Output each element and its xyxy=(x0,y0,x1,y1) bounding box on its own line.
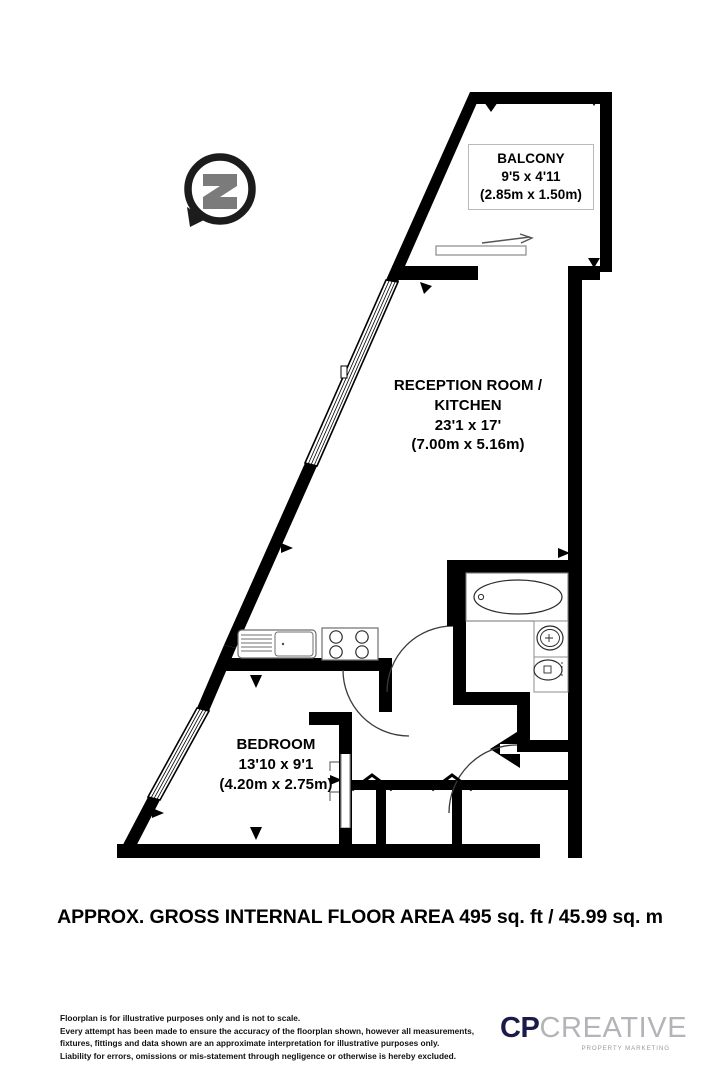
marker-balcony-door xyxy=(420,282,432,294)
bifold-cupboard-left xyxy=(351,773,393,792)
marker-reception-east xyxy=(558,548,570,558)
brand-mark-cp: CP xyxy=(500,1012,540,1044)
disclaimer-text: Floorplan is for illustrative purposes o… xyxy=(60,1012,490,1062)
wall-kitchen-divider xyxy=(224,658,392,671)
sliding-door-icon xyxy=(435,233,534,256)
marker-kitchen-sink-front xyxy=(250,675,262,688)
wall-bathroom-south xyxy=(453,692,530,705)
floorplan-drawing xyxy=(117,92,612,858)
wall-hall-jamb xyxy=(517,740,568,752)
wall-kitchen-return xyxy=(379,658,392,712)
wall-bottom xyxy=(117,844,540,858)
brand-wordmark: CPCREATIVE xyxy=(500,1012,687,1044)
balcony-name: BALCONY xyxy=(497,151,565,166)
opening-markers xyxy=(152,96,608,840)
marker-balcony-right-in xyxy=(596,96,608,106)
wall-right-lower xyxy=(568,280,582,858)
wall-bathroom-north xyxy=(453,560,568,573)
balcony-dim-imperial: 9'5 x 4'11 xyxy=(501,168,561,184)
wall-balcony-sill-right xyxy=(568,266,600,280)
brand-mark-creative: CREATIVE xyxy=(539,1012,688,1044)
marker-reception-diagonal xyxy=(281,543,293,553)
wall-cupboard-right-edge xyxy=(462,780,568,790)
disclaimer-line-3: fixtures, fittings and data shown are an… xyxy=(60,1038,440,1049)
bedroom-dim-imperial: 13'10 x 9'1 xyxy=(238,755,314,773)
door-swing-hall xyxy=(448,744,518,814)
disclaimer-line-4: Liability for errors, omissions or mis-s… xyxy=(60,1050,457,1061)
reception-dim-imperial: 23'1 x 17' xyxy=(434,416,502,434)
disclaimer-line-1: Floorplan is for illustrative purposes o… xyxy=(60,1013,301,1023)
reception-name-line2: KITCHEN xyxy=(434,396,502,414)
brand-tagline: PROPERTY MARKETING xyxy=(581,1045,670,1052)
marker-bedroom-diagonal xyxy=(152,808,164,818)
marker-balcony-top-left xyxy=(484,102,498,112)
room-label-bedroom: BEDROOM 13'10 x 9'1 (4.20m x 2.75m) xyxy=(196,735,356,794)
bedroom-cupboard-doors xyxy=(329,744,351,840)
wall-structure xyxy=(117,92,612,858)
compass-needle-n xyxy=(203,174,237,209)
marker-bedroom-south xyxy=(250,827,262,840)
compass-icon xyxy=(184,153,256,227)
gross-internal-area-text: APPROX. GROSS INTERNAL FLOOR AREA 495 sq… xyxy=(57,906,663,928)
reception-dim-metric: (7.00m x 5.16m) xyxy=(411,436,525,454)
bifold-doors xyxy=(351,773,473,792)
bedroom-name: BEDROOM xyxy=(236,736,316,753)
wall-diagonal-mid2 xyxy=(197,645,236,711)
wall-diagonal-lower-solid xyxy=(117,797,160,856)
balcony-dim-metric: (2.85m x 1.50m) xyxy=(479,186,583,202)
disclaimer-line-2: Every attempt has been made to ensure th… xyxy=(60,1025,475,1036)
wall-balcony-top xyxy=(470,92,612,104)
wall-cupboard-mid-edge xyxy=(386,780,462,790)
door-swing-bedroom xyxy=(342,669,410,737)
entrance-arrow-icon xyxy=(490,730,520,768)
cp-creative-logo: CPCREATIVE PROPERTY MARKETING xyxy=(500,1012,687,1053)
room-label-balcony: BALCONY 9'5 x 4'11 (2.85m x 1.50m) xyxy=(468,144,594,211)
marker-bedroom-east-door xyxy=(330,775,342,785)
wall-cupboard-divider-1 xyxy=(376,780,386,844)
wall-diagonal-upper xyxy=(386,92,480,282)
wall-diagonal-mid xyxy=(224,463,317,648)
wall-cupboard-divider-2 xyxy=(452,780,462,844)
reception-name-line1: RECEPTION ROOM / xyxy=(393,377,543,394)
floorplan-canvas: BALCONY 9'5 x 4'11 (2.85m x 1.50m) RECEP… xyxy=(117,92,612,858)
bath-plug-icon xyxy=(477,593,485,601)
door-swings xyxy=(342,560,518,814)
bath-icon xyxy=(473,579,563,615)
door-swing-bathroom xyxy=(386,625,454,693)
wall-balcony-right xyxy=(600,92,612,272)
marker-balcony-right-down xyxy=(588,258,600,268)
bathroom-fixtures xyxy=(465,572,569,693)
wall-bedroom-ne-return xyxy=(309,712,352,725)
compass-pointer-icon xyxy=(187,207,206,227)
marker-balcony-top-right xyxy=(588,96,600,106)
room-label-reception: RECEPTION ROOM / KITCHEN 23'1 x 17' (7.0… xyxy=(378,376,558,455)
bifold-cupboard-right xyxy=(431,773,473,792)
kitchen-fixtures xyxy=(237,627,379,661)
wall-bathroom-west xyxy=(453,560,466,692)
bedroom-dim-metric: (4.20m x 2.75m) xyxy=(219,775,333,793)
wall-balcony-sill-left xyxy=(392,266,478,280)
